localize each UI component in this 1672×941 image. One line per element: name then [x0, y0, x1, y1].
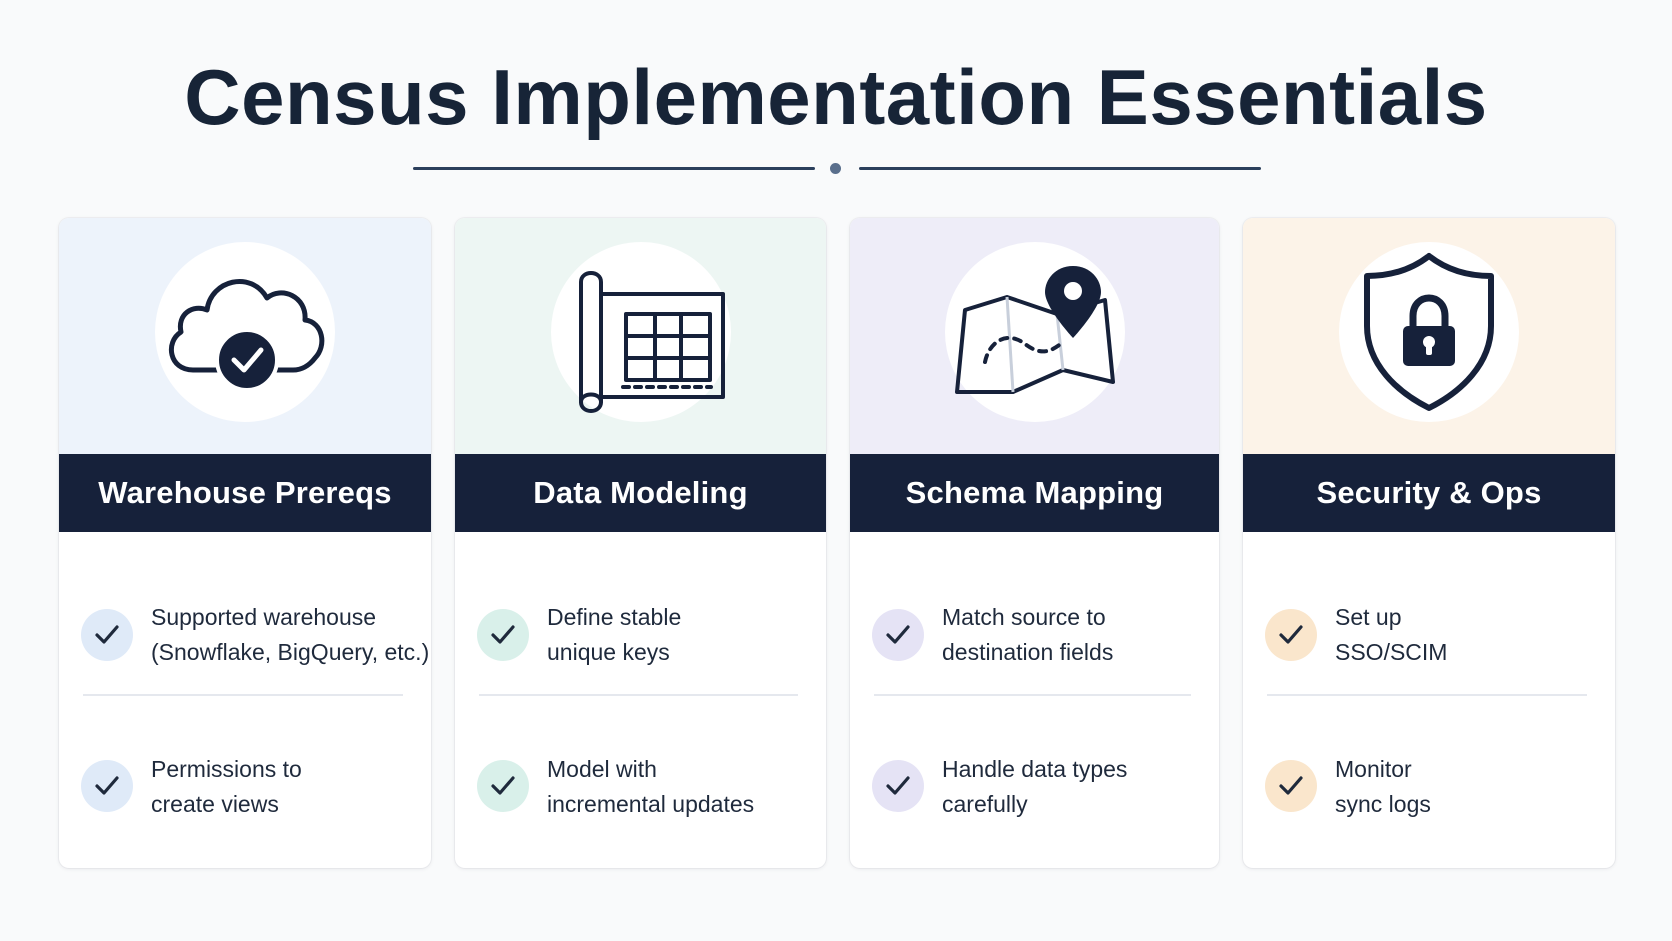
item-separator	[83, 694, 403, 696]
item-text: Set up SSO/SCIM	[1335, 600, 1607, 670]
item-line: destination fields	[942, 639, 1114, 665]
check-icon	[1265, 609, 1317, 661]
divider-line-left	[413, 167, 815, 170]
list-item: Match source to destination fields	[850, 584, 1219, 684]
check-icon	[81, 760, 133, 812]
list-item: Model with incremental updates	[455, 738, 826, 838]
card-icon-area	[1243, 218, 1615, 454]
item-text: Supported warehouse (Snowflake, BigQuery…	[151, 600, 430, 670]
item-text: Model with incremental updates	[547, 752, 818, 822]
shield-lock-icon	[1364, 253, 1494, 411]
item-separator	[874, 694, 1191, 696]
card-heading: Data Modeling	[455, 454, 826, 532]
card-schema-mapping: Schema Mapping Match source to destinati…	[850, 218, 1219, 868]
list-item: Permissions to create views	[59, 738, 431, 838]
item-line: Define stable	[547, 604, 682, 630]
check-icon	[1265, 760, 1317, 812]
icon-circle	[1339, 242, 1519, 422]
map-pin-icon	[954, 266, 1115, 394]
icon-circle	[550, 242, 731, 422]
item-text: Monitor sync logs	[1335, 752, 1607, 822]
card-heading: Security & Ops	[1243, 454, 1615, 532]
item-text: Define stable unique keys	[547, 600, 818, 670]
item-separator	[479, 694, 798, 696]
cloud-check-icon	[169, 279, 325, 392]
item-line: Monitor	[1335, 756, 1412, 782]
item-text: Handle data types carefully	[942, 752, 1211, 822]
item-line: Handle data types	[942, 756, 1128, 782]
list-item: Monitor sync logs	[1243, 738, 1615, 838]
item-line: sync logs	[1335, 791, 1431, 817]
check-icon	[477, 609, 529, 661]
divider-line-right	[859, 167, 1261, 170]
item-line: (Snowflake, BigQuery, etc.)	[151, 639, 430, 665]
page-title: Census Implementation Essentials	[184, 53, 1488, 141]
card-heading: Schema Mapping	[850, 454, 1219, 532]
card-icon-area	[59, 218, 431, 454]
item-line: Set up	[1335, 604, 1402, 630]
list-item: Handle data types carefully	[850, 738, 1219, 838]
card-security-ops: Security & Ops Set up SSO/SCIM Monitor s…	[1243, 218, 1615, 868]
item-text: Permissions to create views	[151, 752, 423, 822]
card-data-modeling: Data Modeling Define stable unique keys …	[455, 218, 826, 868]
item-line: carefully	[942, 791, 1028, 817]
card-heading: Warehouse Prereqs	[59, 454, 431, 532]
blueprint-grid-icon	[578, 271, 725, 413]
check-icon	[477, 760, 529, 812]
list-item: Define stable unique keys	[455, 584, 826, 684]
icon-circle	[155, 242, 335, 422]
check-icon	[872, 609, 924, 661]
item-line: Match source to	[942, 604, 1106, 630]
card-icon-area	[850, 218, 1219, 454]
check-icon	[81, 609, 133, 661]
card-icon-area	[455, 218, 826, 454]
card-warehouse-prereqs: Warehouse Prereqs Supported warehouse (S…	[59, 218, 431, 868]
item-line: SSO/SCIM	[1335, 639, 1448, 665]
list-item: Set up SSO/SCIM	[1243, 584, 1615, 684]
item-line: unique keys	[547, 639, 670, 665]
check-icon	[872, 760, 924, 812]
item-line: incremental updates	[547, 791, 755, 817]
item-line: create views	[151, 791, 279, 817]
divider-dot	[830, 163, 841, 174]
cards-row: Warehouse Prereqs Supported warehouse (S…	[0, 218, 1672, 868]
item-line: Supported warehouse	[151, 604, 377, 630]
item-separator	[1267, 694, 1587, 696]
item-line: Model with	[547, 756, 657, 782]
icon-circle	[944, 242, 1125, 422]
item-text: Match source to destination fields	[942, 600, 1211, 670]
item-line: Permissions to	[151, 756, 302, 782]
title-divider	[0, 161, 1672, 175]
list-item: Supported warehouse (Snowflake, BigQuery…	[59, 584, 431, 684]
